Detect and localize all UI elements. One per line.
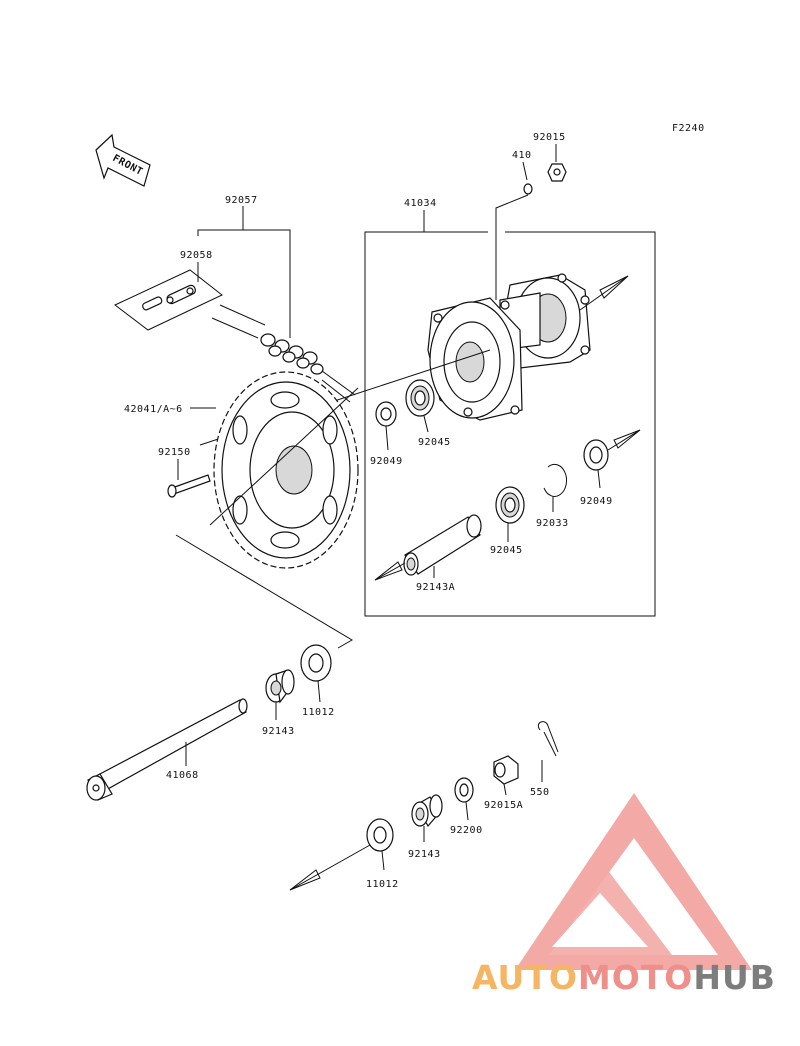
axle-41068-icon (86, 698, 248, 801)
watermark-logo-icon (515, 793, 752, 970)
collar-11012-icon (300, 644, 332, 682)
bearing-92045-icon (405, 379, 435, 417)
collar-92143-b-icon (411, 794, 443, 828)
label-92143-a: 92143 (262, 726, 295, 737)
label-92015-top: 92015 (533, 132, 566, 143)
label-92200: 92200 (450, 825, 483, 836)
cotter-pin-550-icon (537, 721, 559, 757)
label-92015a: 92015A (484, 800, 523, 811)
hub-assembly-frame (364, 231, 656, 617)
label-550: 550 (530, 787, 550, 798)
wheel-hub-icon (427, 273, 591, 421)
bolt-92150-icon (167, 474, 211, 498)
nut-92015-icon (547, 163, 567, 182)
watermark-text: AUTOMOTOHUB (472, 958, 776, 997)
oil-seal-92049-icon (375, 401, 397, 427)
label-92049-b: 92049 (580, 496, 613, 507)
washer-410-icon (523, 183, 533, 195)
label-42041: 42041/A~6 (124, 404, 183, 415)
watermark-moto: MOTO (577, 958, 694, 997)
label-11012-a: 11012 (302, 707, 335, 718)
label-92143a: 92143A (416, 582, 455, 593)
label-92045-a: 92045 (418, 437, 451, 448)
circlip-92033-icon (543, 463, 568, 497)
oil-seal-92049-b-icon (583, 439, 609, 471)
bearing-92045-b-icon (495, 486, 525, 524)
label-92058: 92058 (180, 250, 213, 261)
washer-92200-icon (454, 777, 474, 803)
label-92143-b: 92143 (408, 849, 441, 860)
label-11012-b: 11012 (366, 879, 399, 890)
front-arrow-icon: FRONT (95, 133, 151, 187)
figure-code: F2240 (672, 123, 705, 134)
label-92049-a: 92049 (370, 456, 403, 467)
label-92150: 92150 (158, 447, 191, 458)
master-link-92058-icon (114, 269, 223, 331)
label-92033: 92033 (536, 518, 569, 529)
label-92057: 92057 (225, 195, 258, 206)
label-410: 410 (512, 150, 532, 161)
watermark-auto: AUTO (472, 958, 578, 997)
spacer-tube-92143a-icon (403, 514, 482, 576)
label-41068: 41068 (166, 770, 199, 781)
collar-11012-b-icon (366, 818, 394, 852)
label-92045-b: 92045 (490, 545, 523, 556)
sprocket-42041-icon (213, 371, 359, 569)
collar-92143-icon (265, 669, 295, 704)
label-41034: 41034 (404, 198, 437, 209)
drive-chain-92057-icon (211, 304, 356, 403)
castle-nut-92015a-icon (493, 755, 519, 785)
watermark-hub: HUB (693, 958, 776, 997)
